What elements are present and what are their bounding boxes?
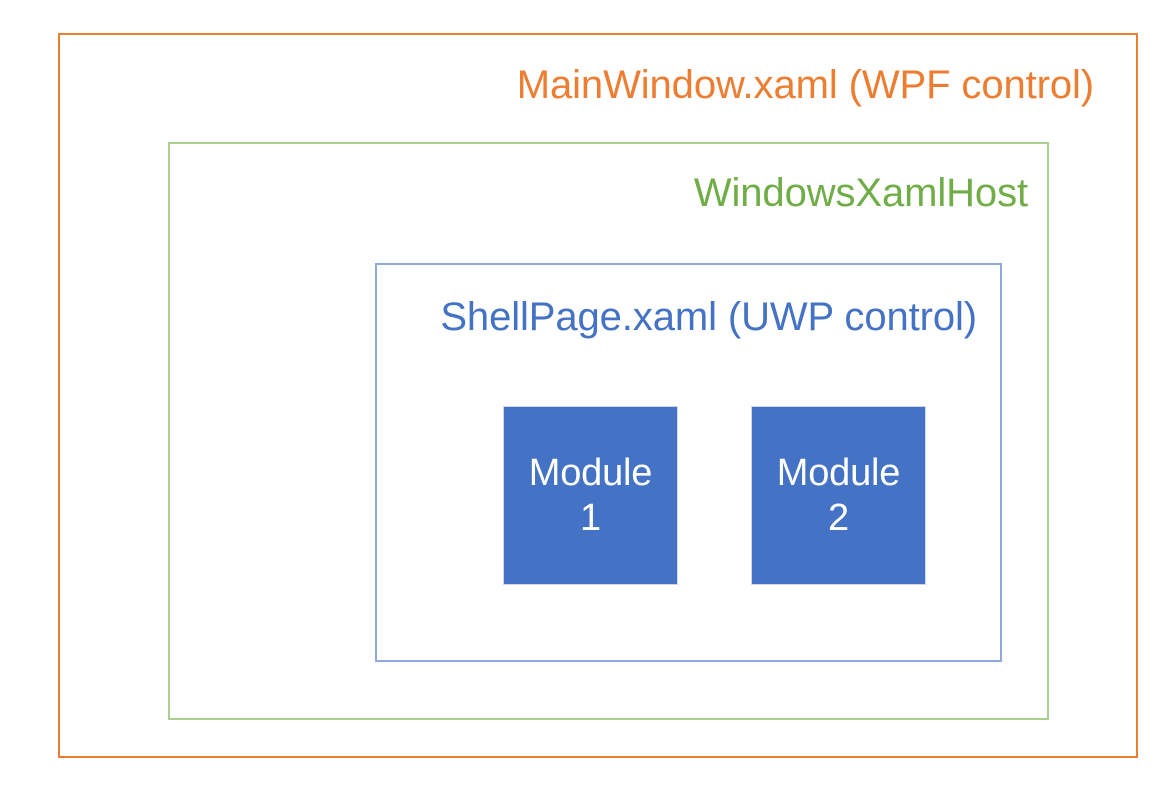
layer-windowsxamlhost: WindowsXamlHost ShellPage.xaml (UWP cont…: [168, 142, 1049, 720]
layer-mainwindow-label: MainWindow.xaml (WPF control): [516, 63, 1094, 107]
module-box-2-label: Module 2: [776, 452, 901, 539]
module-box-1-label: Module 1: [528, 452, 653, 539]
module-row: Module 1 Module 2: [503, 406, 926, 587]
module-box-1: Module 1: [503, 406, 678, 585]
layer-mainwindow: MainWindow.xaml (WPF control) WindowsXam…: [58, 33, 1138, 758]
layer-windowsxamlhost-label: WindowsXamlHost: [693, 171, 1028, 215]
layer-shellpage: ShellPage.xaml (UWP control) Module 1 Mo…: [375, 263, 1002, 662]
module-box-2: Module 2: [751, 406, 926, 585]
layer-shellpage-label: ShellPage.xaml (UWP control): [440, 295, 977, 339]
